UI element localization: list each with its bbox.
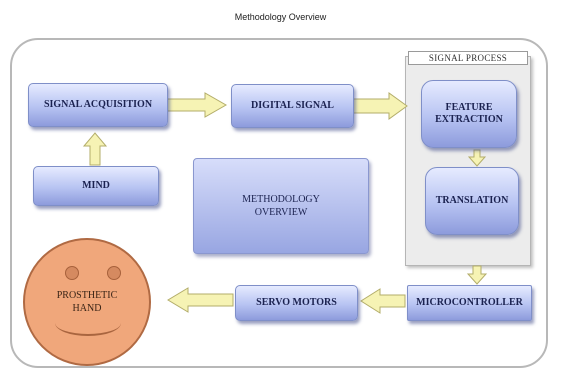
arrow-acquisition-to-digital [166, 92, 228, 118]
methodology-overview-box: METHODOLOGY OVERVIEW [193, 158, 369, 254]
servo-motors-box: SERVO MOTORS [235, 285, 358, 321]
signal-process-label: SIGNAL PROCESS [408, 51, 528, 65]
smile-icon [55, 310, 121, 336]
left-eye-icon [65, 266, 79, 280]
prosthetic-hand-label: PROSTHETIC HAND [25, 290, 149, 315]
right-eye-icon [107, 266, 121, 280]
translation-box: TRANSLATION [425, 167, 519, 235]
arrow-mind-to-acquisition [82, 132, 108, 166]
prosthetic-line2: HAND [72, 302, 102, 314]
digital-signal-box: DIGITAL SIGNAL [231, 84, 354, 128]
diagram-title: Methodology Overview [234, 12, 327, 22]
feature-extraction-line2: EXTRACTION [435, 114, 503, 125]
arrow-process-to-microcontroller [466, 265, 488, 285]
feature-extraction-line1: FEATURE [445, 101, 493, 113]
prosthetic-line1: PROSTHETIC [56, 290, 118, 301]
mind-box: MIND [33, 166, 159, 206]
signal-acquisition-box: SIGNAL ACQUISITION [28, 83, 168, 127]
arrow-digital-to-process [352, 92, 408, 120]
prosthetic-hand-face: PROSTHETIC HAND [23, 238, 151, 366]
methodology-line1: METHODOLOGY [242, 194, 320, 205]
arrow-feature-to-translation [467, 149, 487, 167]
arrow-microcontroller-to-servo [360, 288, 406, 314]
microcontroller-box: MICROCONTROLLER [407, 285, 532, 321]
arrow-servo-to-hand [167, 287, 234, 313]
feature-extraction-box: FEATURE EXTRACTION [421, 80, 517, 148]
methodology-line2: OVERVIEW [254, 207, 308, 218]
